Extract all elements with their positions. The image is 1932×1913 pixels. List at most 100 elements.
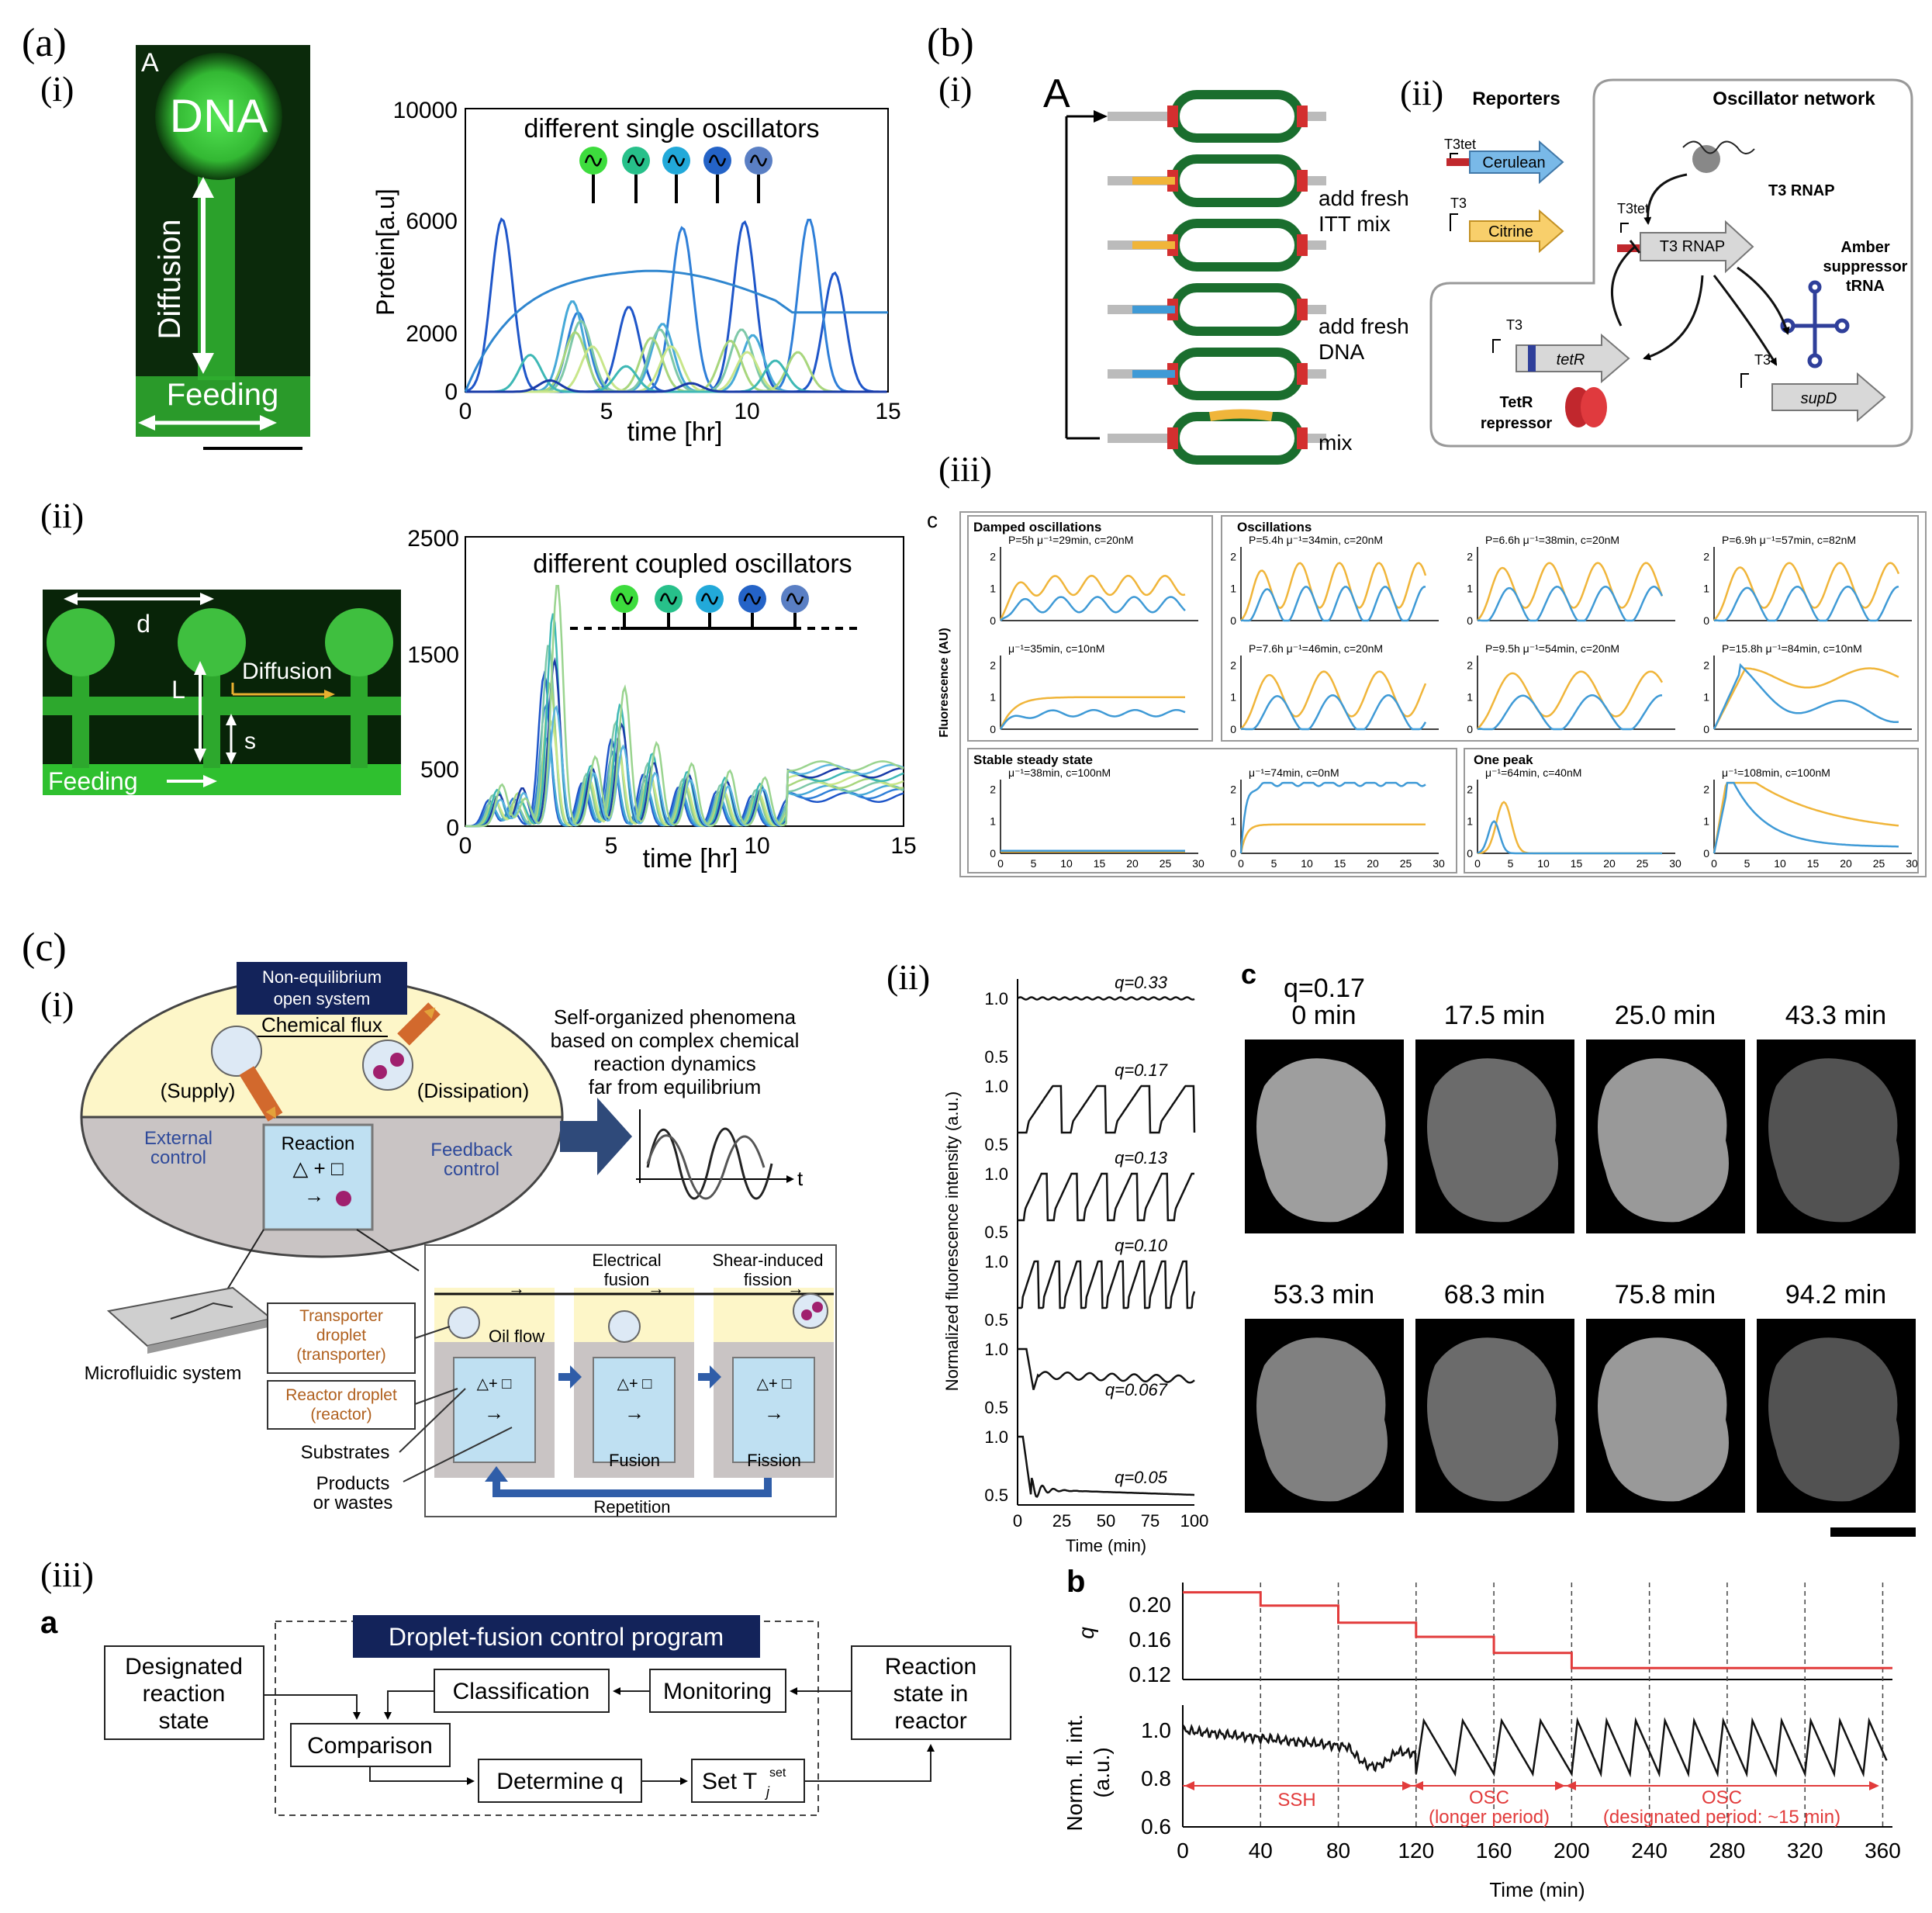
a-ii-xtick: 5: [605, 833, 618, 859]
cerulean-series: [1477, 694, 1663, 731]
citrine-label: Citrine: [1488, 223, 1533, 240]
c-ii-ytick: 0.5: [984, 1223, 1008, 1242]
valve: [1297, 170, 1308, 192]
oscillator-wave: [659, 593, 678, 605]
a-ii-ytick: 0: [446, 815, 459, 841]
osc2-1: OSC: [1702, 1787, 1742, 1808]
a-ii-xlabel: time [hr]: [643, 844, 738, 873]
c-ii-trace: 1.00.5q=0.13: [984, 1148, 1194, 1242]
L-label: L: [171, 676, 185, 704]
c-b-xtick: 240: [1631, 1839, 1668, 1863]
monitoring-label: Monitoring: [663, 1679, 772, 1704]
diffusion-label: Diffusion: [153, 220, 187, 340]
panel-xtick: 10: [1060, 857, 1073, 870]
a-ii-series: [465, 585, 904, 828]
products-1: Products: [316, 1473, 390, 1494]
panel-label: μ⁻¹=38min, c=100nM: [1008, 766, 1111, 779]
panel-label: P=9.5h μ⁻¹=54min, c=20nM: [1485, 642, 1619, 655]
c-b-xlabel: Time (min): [1489, 1878, 1585, 1901]
oscillator-wave: [667, 154, 686, 167]
time-frame: 25.0 min: [1586, 1001, 1745, 1233]
a-i-ytick: 0: [444, 379, 458, 405]
panel-ytick: 1: [1230, 583, 1236, 595]
ring-channel: [1170, 154, 1304, 207]
repetition-label: Repetition: [593, 1497, 670, 1517]
oscillator-wave: [584, 154, 603, 167]
a-ii-diffusion-label: Diffusion: [242, 659, 332, 684]
label-c-ii: (ii): [887, 957, 930, 997]
c-b-xtick: 160: [1476, 1839, 1512, 1863]
c-ii-ytick: 0.5: [984, 1486, 1008, 1505]
products-2: or wastes: [313, 1493, 393, 1513]
cerulean-series: [1713, 585, 1899, 622]
cerulean-series: [1477, 820, 1662, 855]
c-ii-chart: Normalized fluorescence intensity (a.u.)…: [942, 973, 1208, 1555]
oscillator-wave: [627, 154, 645, 167]
oil-flow: Oil flow: [489, 1327, 544, 1346]
feedback-2: control: [444, 1159, 499, 1180]
panel-ytick: 1: [1703, 691, 1709, 704]
label-c: (c): [22, 925, 67, 970]
panel-ytick: 0: [1703, 847, 1709, 860]
fl-ytick: 0.8: [1141, 1766, 1171, 1790]
panel-label: μ⁻¹=64min, c=40nM: [1485, 766, 1581, 779]
a-ii-ytick: 1500: [407, 642, 459, 668]
ring-reactor: [1108, 154, 1326, 207]
cerulean-series: [1240, 586, 1426, 622]
cerulean-series: [1239, 781, 1426, 854]
time-frame: 94.2 min: [1757, 1280, 1916, 1513]
a-i-series: [465, 379, 887, 393]
ring-channel: [1170, 348, 1304, 400]
group-stable: Stable steady state: [973, 752, 1093, 767]
external-2: control: [150, 1147, 206, 1168]
time-label: 25.0 min: [1615, 1001, 1716, 1030]
q-label: q=0.13: [1115, 1148, 1168, 1168]
osc1-1: OSC: [1469, 1787, 1509, 1808]
group-damped: Damped oscillations: [973, 520, 1101, 534]
panel-ytick: 2: [1703, 550, 1709, 562]
valve: [1297, 234, 1308, 256]
c-b-xtick: 200: [1554, 1839, 1590, 1863]
cerulean-series: [1477, 585, 1664, 622]
panel-ytick: 0: [990, 723, 996, 735]
a-ii-micrograph: d L s Diffusion Feeding: [43, 590, 401, 795]
svg-text:△+ □: △+ □: [757, 1375, 792, 1392]
q-axis-label: q: [1074, 1627, 1098, 1639]
supply-label: (Supply): [161, 1079, 236, 1102]
panel-ytick: 2: [990, 659, 996, 671]
b-ii-network: Reporters Oscillator network T3tet Cerul…: [1429, 78, 1913, 448]
droplet-blob: [1256, 1337, 1388, 1502]
c-ii-trace: 1.00.5q=0.05: [984, 1427, 1194, 1505]
reaction-label: Reaction: [282, 1133, 355, 1154]
d-label: d: [137, 610, 150, 638]
panel-xtick: 5: [1508, 857, 1514, 870]
comparison-label: Comparison: [307, 1733, 433, 1759]
add-dna-2: DNA: [1319, 340, 1364, 364]
panel-ytick: 1: [1467, 815, 1473, 828]
droplet-blob: [1427, 1337, 1558, 1502]
panel-ytick: 0: [1467, 847, 1473, 860]
fission-label: Fission: [747, 1451, 801, 1470]
oscillator-wave: [786, 593, 804, 605]
time-label: 17.5 min: [1444, 1001, 1545, 1030]
c-ii-trace: 1.00.5q=0.17: [984, 1060, 1196, 1154]
a-i-series: [465, 219, 887, 393]
panel-xtick: 5: [1031, 857, 1037, 870]
reaction-state-3: reactor: [894, 1708, 966, 1734]
label-c-i: (i): [40, 984, 74, 1024]
droplet-blob: [1427, 1058, 1558, 1223]
time-frame: 53.3 min: [1245, 1280, 1404, 1513]
cerulean-series: [1240, 694, 1427, 731]
ring-channel: [1170, 90, 1304, 143]
citrine-series: [1713, 667, 1899, 730]
panel-ytick: 2: [1467, 550, 1473, 562]
oscillator-wave: [749, 154, 768, 167]
panel-xtick: 15: [1094, 857, 1106, 870]
q-ytick: 0.16: [1129, 1628, 1172, 1652]
ring-channel: [1170, 219, 1304, 272]
c-ii-series: [1018, 1084, 1196, 1134]
reaction-formula: △ + □: [292, 1157, 344, 1180]
oscillator-network-label: Oscillator network: [1713, 88, 1875, 109]
